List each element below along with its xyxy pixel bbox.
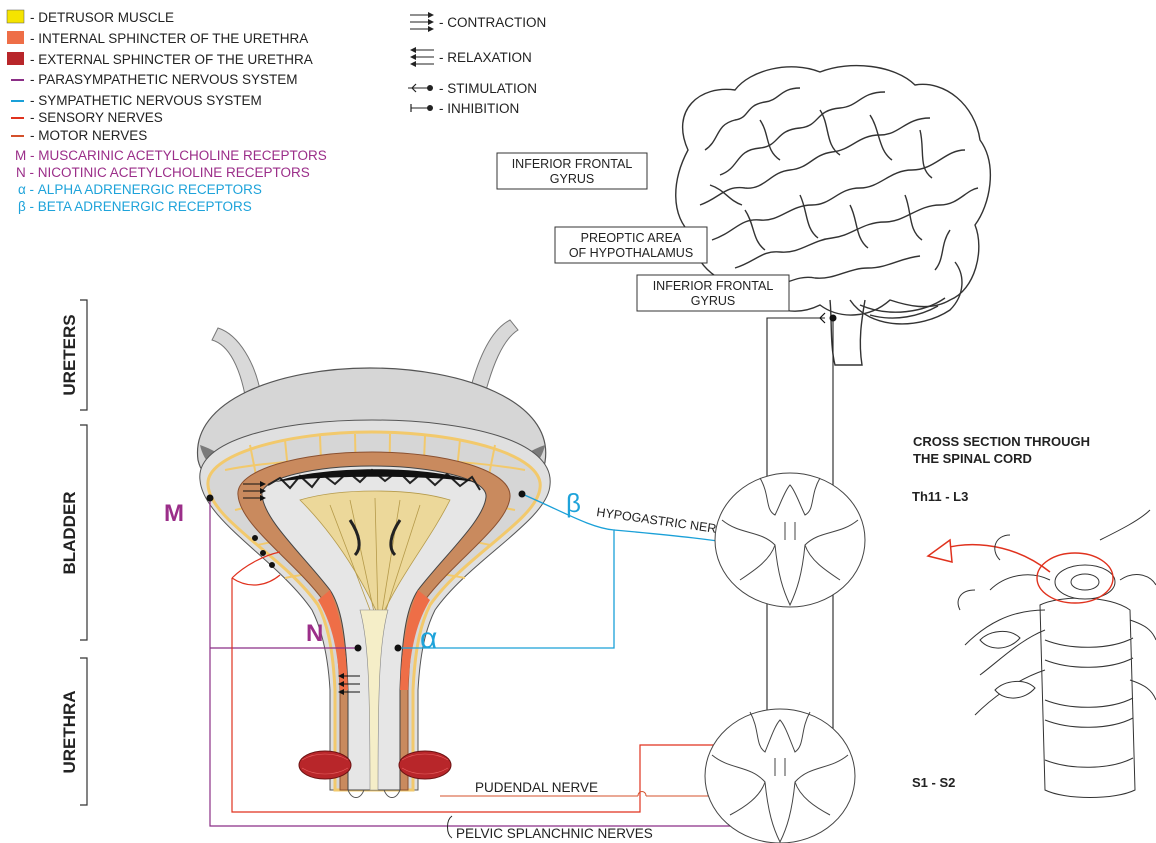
pelvic-splanchnic-label: PELVIC SPLANCHNIC NERVES [456,826,653,841]
legend-item-parasympathetic: - PARASYMPATHETIC NERVOUS SYSTEM [30,72,298,87]
ifg-top-line1: INFERIOR FRONTAL [512,157,633,171]
relaxation-arrows-urethra [338,673,360,695]
legend-receptor-muscarinic: M - MUSCARINIC ACETYLCHOLINE RECEPTORS [15,148,327,163]
preoptic-line1: PREOPTIC AREA [581,231,682,245]
receptor-mark-m: M [164,500,184,527]
receptor-mark-n: N [306,620,323,647]
external-sphincter-left [299,751,351,779]
preoptic-line2: OF HYPOTHALAMUS [569,246,693,260]
legend-swatch-external-sphincter [7,52,24,65]
legend-inhibition: - INHIBITION [439,101,519,116]
pointer-arrow-icon [928,540,1050,572]
label-ureters: URETERS [60,314,79,395]
legend-item-internal-sphincter: - INTERNAL SPHINCTER OF THE URETHRA [30,31,308,46]
spinal-title-line2: THE SPINAL CORD [913,451,1032,466]
legend-swatch-detrusor [7,10,24,23]
spinal-cord-lower [705,709,855,843]
contraction-symbol-icon [410,12,434,32]
ifg-top-line2: GYRUS [550,172,594,186]
relaxation-symbol-icon [410,47,434,67]
label-urethra: URETHRA [60,690,79,773]
label-bladder: BLADDER [60,491,79,574]
legend-swatch-internal-sphincter [7,31,24,44]
brain-labels: INFERIOR FRONTAL GYRUS PREOPTIC AREA OF … [497,153,789,311]
stimulation-symbol-icon [408,84,433,92]
pudendal-nerve-label: PUDENDAL NERVE [475,780,598,795]
legend: - DETRUSOR MUSCLE - INTERNAL SPHINCTER O… [7,10,327,214]
legend-stimulation: - STIMULATION [439,81,537,96]
ifg-bottom-line1: INFERIOR FRONTAL [653,279,774,293]
spinal-cord-upper [715,473,865,607]
legend-receptor-alpha: α - ALPHA ADRENERGIC RECEPTORS [18,182,262,197]
ifg-bottom-line2: GYRUS [691,294,735,308]
spinal-title-line1: CROSS SECTION THROUGH [913,434,1090,449]
receptor-mark-beta: β [566,488,581,518]
side-brackets [80,300,87,805]
legend-contraction: - CONTRACTION [439,15,546,30]
pelvic-splanchnic-bracket [448,816,453,838]
left-ureter [212,328,260,395]
spinal-level-upper: Th11 - L3 [912,489,968,504]
vertebral-column-illustration [958,510,1156,798]
legend-item-detrusor: - DETRUSOR MUSCLE [30,10,174,25]
hypogastric-nerve-label: HYPOGASTRIC NERVE [596,505,734,538]
receptor-mark-alpha: α [420,622,437,655]
legend-relaxation: - RELAXATION [439,50,532,65]
bladder-illustration [198,320,551,798]
legend-item-sympathetic: - SYMPATHETIC NERVOUS SYSTEM [30,93,262,108]
inhibition-symbol-icon [411,104,433,112]
legend-item-sensory: - SENSORY NERVES [30,110,163,125]
legend-receptor-beta: β - BETA ADRENERGIC RECEPTORS [18,199,252,214]
legend-item-motor: - MOTOR NERVES [30,128,147,143]
legend-item-external-sphincter: - EXTERNAL SPHINCTER OF THE URETHRA [30,52,313,67]
right-ureter [470,320,518,394]
external-sphincter-right [399,751,451,779]
contraction-arrows-detrusor [243,481,266,501]
legend-receptor-nicotinic: N - NICOTINIC ACETYLCHOLINE RECEPTORS [16,165,310,180]
spinal-level-lower: S1 - S2 [912,775,955,790]
symbol-legend: - CONTRACTION - RELAXATION - STIMULATION… [408,12,546,116]
